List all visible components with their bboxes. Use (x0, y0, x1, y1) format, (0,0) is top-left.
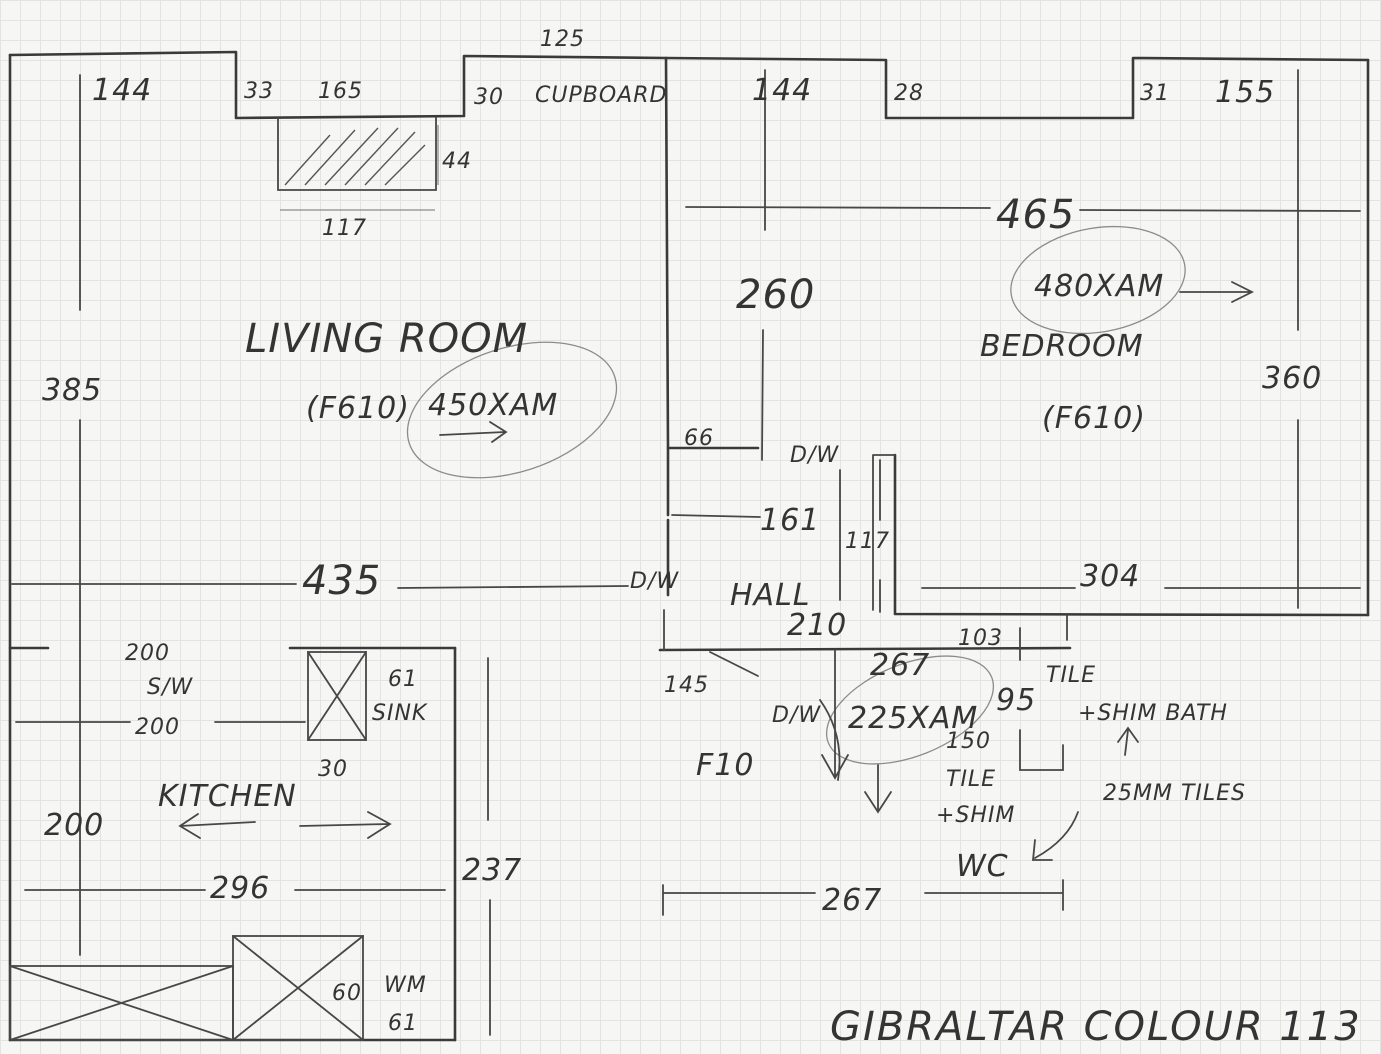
dim-267-bath-top: 267 (870, 648, 930, 683)
dim-145: 145 (664, 673, 709, 698)
dim-95: 95 (996, 683, 1036, 718)
label-sink: SINK (372, 701, 428, 726)
bedroom-board-size: 480XAM (1034, 269, 1164, 304)
wall-living-top (8, 50, 668, 120)
bedroom-board-arrow (1179, 281, 1255, 303)
wall-bedroom-top (664, 56, 1370, 120)
bedroom-flooring: (F610) (1042, 401, 1146, 436)
bath-board-size: 225XAM (848, 701, 978, 736)
note-shim-wc: +SHIM (936, 803, 1015, 828)
dim-200-kitchen: 200 (135, 715, 180, 740)
dim-30-sink: 30 (318, 757, 348, 782)
dim-200-side: 200 (44, 808, 104, 843)
room-name-bedroom: BEDROOM (980, 329, 1144, 364)
dim-28: 28 (894, 81, 924, 106)
dim-304: 304 (1080, 559, 1140, 594)
dim-117-hall: 117 (845, 529, 890, 554)
dim-33: 33 (244, 79, 274, 104)
plan-title: GIBRALTAR COLOUR 113 (830, 1004, 1362, 1050)
dim-161: 161 (760, 503, 820, 538)
kitchen-arrow-right (299, 811, 392, 839)
bath-arrow-down-1 (821, 649, 849, 780)
kitchen-arrow-left (178, 813, 256, 839)
wall-bath-inner (1019, 729, 1064, 771)
door-swing-top (709, 651, 759, 677)
wall-partition (664, 56, 760, 450)
dim-155: 155 (1215, 75, 1275, 110)
living-board-size: 450XAM (428, 388, 558, 423)
wall-hall-inner (839, 454, 896, 611)
sink-unit (307, 651, 367, 741)
label-dw-bedroom: D/W (790, 443, 839, 468)
bedroom-board-ellipse (1010, 225, 1186, 335)
bath-arrow-down-2 (864, 764, 892, 814)
dim-103: 103 (958, 626, 1003, 651)
dim-210: 210 (787, 608, 847, 643)
wall-hall-bottom (658, 646, 1072, 652)
dimension-lines (11, 69, 1361, 1036)
label-dw-living: D/W (630, 569, 679, 594)
dim-61-wm: 61 (388, 1011, 418, 1036)
worktop (9, 965, 234, 1041)
dim-66: 66 (684, 426, 714, 451)
living-flooring: (F610) (306, 391, 410, 426)
wc-arrow (1032, 811, 1079, 861)
fixtures (9, 117, 437, 1041)
dim-30-cupboard: 30 (474, 85, 504, 110)
room-name-hall: HALL (730, 578, 811, 613)
dim-31: 31 (1140, 81, 1170, 106)
dim-44: 44 (442, 149, 472, 174)
shim-arrow (1117, 726, 1139, 756)
dim-237: 237 (462, 853, 522, 888)
bath-flooring: F10 (696, 748, 754, 783)
dim-150: 150 (946, 729, 991, 754)
note-tile-wc: TILE (946, 767, 996, 792)
dim-125: 125 (540, 27, 585, 52)
dim-144-living: 144 (92, 73, 152, 108)
dim-61-sink: 61 (388, 667, 418, 692)
dim-144-bedroom: 144 (752, 73, 812, 108)
dim-360: 360 (1262, 361, 1322, 396)
living-board-ellipse (406, 341, 618, 479)
note-tile-bath: TILE (1046, 663, 1096, 688)
room-name-living: LIVING ROOM (245, 316, 528, 362)
dim-165: 165 (318, 79, 363, 104)
door-swing-hall (819, 699, 841, 781)
room-name-kitchen: KITCHEN (158, 779, 297, 814)
dim-200-sw: 200 (125, 641, 170, 666)
fireplace (277, 117, 437, 191)
label-sw: S/W (147, 675, 193, 700)
dim-260: 260 (736, 272, 815, 318)
living-board-arrow (439, 421, 508, 443)
wall-bedroom-bottom (893, 453, 1370, 617)
bath-board-ellipse (825, 655, 995, 765)
labels: 144 33 165 125 30 CUPBOARD 144 28 31 155… (42, 27, 1362, 1050)
dim-296: 296 (210, 871, 270, 906)
label-dw-bath: D/W (772, 703, 821, 728)
dim-385: 385 (42, 373, 102, 408)
dim-60: 60 (332, 981, 362, 1006)
note-shim-bath: +SHIM BATH (1078, 701, 1228, 726)
dim-435: 435 (302, 558, 381, 604)
dim-465: 465 (996, 192, 1075, 238)
dim-117-fireplace: 117 (322, 216, 367, 241)
room-name-wc: WC (956, 849, 1009, 884)
note-tiles: 25MM TILES (1103, 781, 1246, 806)
dim-267-bath-bottom: 267 (822, 883, 882, 918)
annotations (178, 225, 1255, 861)
label-wm: WM (384, 973, 427, 998)
label-cupboard: CUPBOARD (535, 83, 667, 108)
